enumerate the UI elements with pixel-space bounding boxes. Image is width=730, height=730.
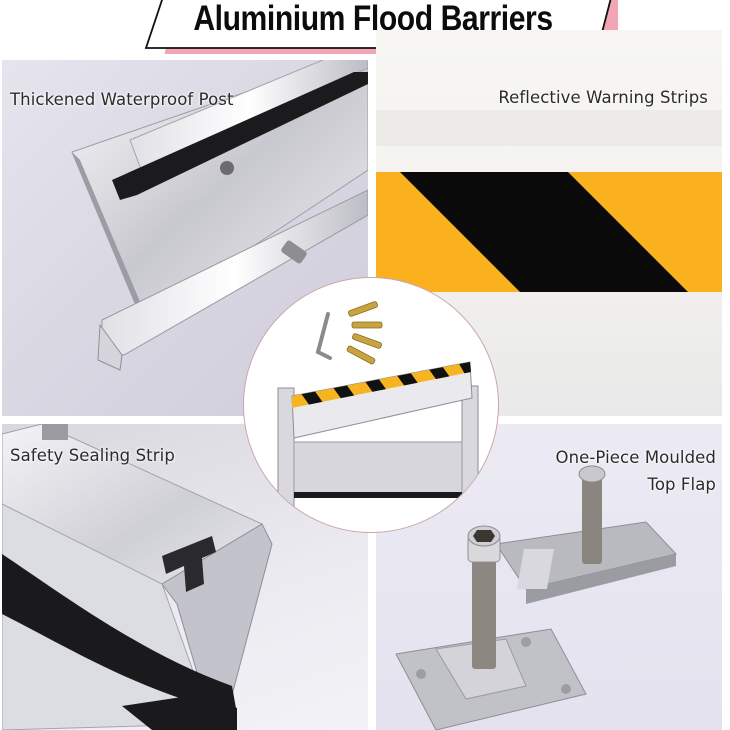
caption-safety-sealing-strip: Safety Sealing Strip: [10, 446, 175, 465]
warning-strip-illustration: [376, 172, 722, 292]
expansion-bolts-icon: [346, 301, 383, 365]
strip-top-edge: [376, 110, 722, 146]
assembled-barrier-illustration: [277, 301, 479, 507]
aluminium-post-illustration: [71, 60, 368, 371]
center-product-circle: [243, 277, 499, 533]
caption-thickened-waterproof-post: Thickened Waterproof Post: [10, 90, 234, 109]
sealing-strip-illustration: [2, 424, 273, 730]
caption-line-1: One-Piece Moulded: [555, 448, 716, 467]
caption-reflective-warning-strips: Reflective Warning Strips: [498, 88, 708, 107]
caption-one-piece-moulded-top-flap: One-Piece Moulded Top Flap: [555, 444, 716, 498]
caption-line-2: Top Flap: [647, 475, 716, 494]
base-plate-illustration: [395, 465, 677, 730]
panel-one-piece-moulded-top-flap: One-Piece Moulded Top Flap: [376, 424, 722, 730]
hex-key-icon: [315, 312, 332, 360]
